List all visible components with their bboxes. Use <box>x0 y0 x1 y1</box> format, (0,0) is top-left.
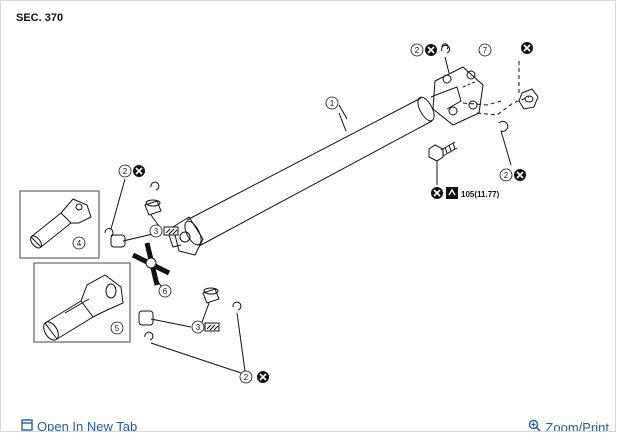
snap-ring <box>150 181 160 191</box>
bearing-cup <box>138 310 154 326</box>
bearing-cup <box>144 199 162 216</box>
snap-ring <box>498 120 509 132</box>
x-circle-icon <box>133 165 145 177</box>
zoom-in-icon <box>528 419 541 431</box>
sleeve-yoke-small <box>30 198 92 249</box>
callout-2: 2 <box>415 46 420 55</box>
zoom-print-link[interactable]: Zoom/Print <box>528 419 609 432</box>
snap-ring <box>441 44 451 54</box>
bearing-cup <box>202 287 220 304</box>
x-circle-icon <box>431 187 443 199</box>
x-circle-icon <box>425 44 437 56</box>
bearing-cup <box>110 234 126 248</box>
flange-bolt <box>428 141 458 185</box>
propeller-shaft-tube <box>184 96 435 247</box>
open-in-new-tab-label: Open In New Tab <box>37 419 138 432</box>
inset-box-slip-yoke <box>33 262 131 343</box>
x-circle-icon <box>514 169 526 181</box>
snap-ring <box>104 228 114 237</box>
callout-2: 2 <box>504 171 509 180</box>
torque-wrench-icon <box>446 187 458 199</box>
callout-1: 1 <box>330 99 335 108</box>
callout-6: 6 <box>163 287 168 296</box>
section-label: SEC. 370 <box>16 12 63 24</box>
snap-ring <box>144 331 154 341</box>
callout-5: 5 <box>115 324 120 333</box>
callout-3: 3 <box>154 227 159 236</box>
callout-2: 2 <box>244 373 249 382</box>
snap-ring <box>232 301 242 311</box>
open-in-new-tab-icon <box>21 419 33 431</box>
journal-spider <box>131 242 171 286</box>
callout-4: 4 <box>77 239 82 248</box>
x-circle-icon <box>257 371 269 383</box>
open-in-new-tab-link[interactable]: Open In New Tab <box>21 419 138 432</box>
callout-2: 2 <box>123 167 128 176</box>
inset-box-yoke <box>19 190 100 259</box>
grease-icon <box>163 226 179 236</box>
torque-spec: 105(11.77) <box>461 190 500 199</box>
flange-yoke <box>430 66 484 126</box>
callout-7: 7 <box>483 46 488 55</box>
zoom-print-label: Zoom/Print <box>545 419 609 432</box>
callout-3: 3 <box>196 323 201 332</box>
x-circle-icon <box>521 42 533 54</box>
slip-yoke <box>43 274 124 341</box>
footer-bar: Open In New Tab Zoom/Print <box>1 417 615 432</box>
grease-icon <box>204 322 220 332</box>
flange-nut <box>518 88 539 110</box>
